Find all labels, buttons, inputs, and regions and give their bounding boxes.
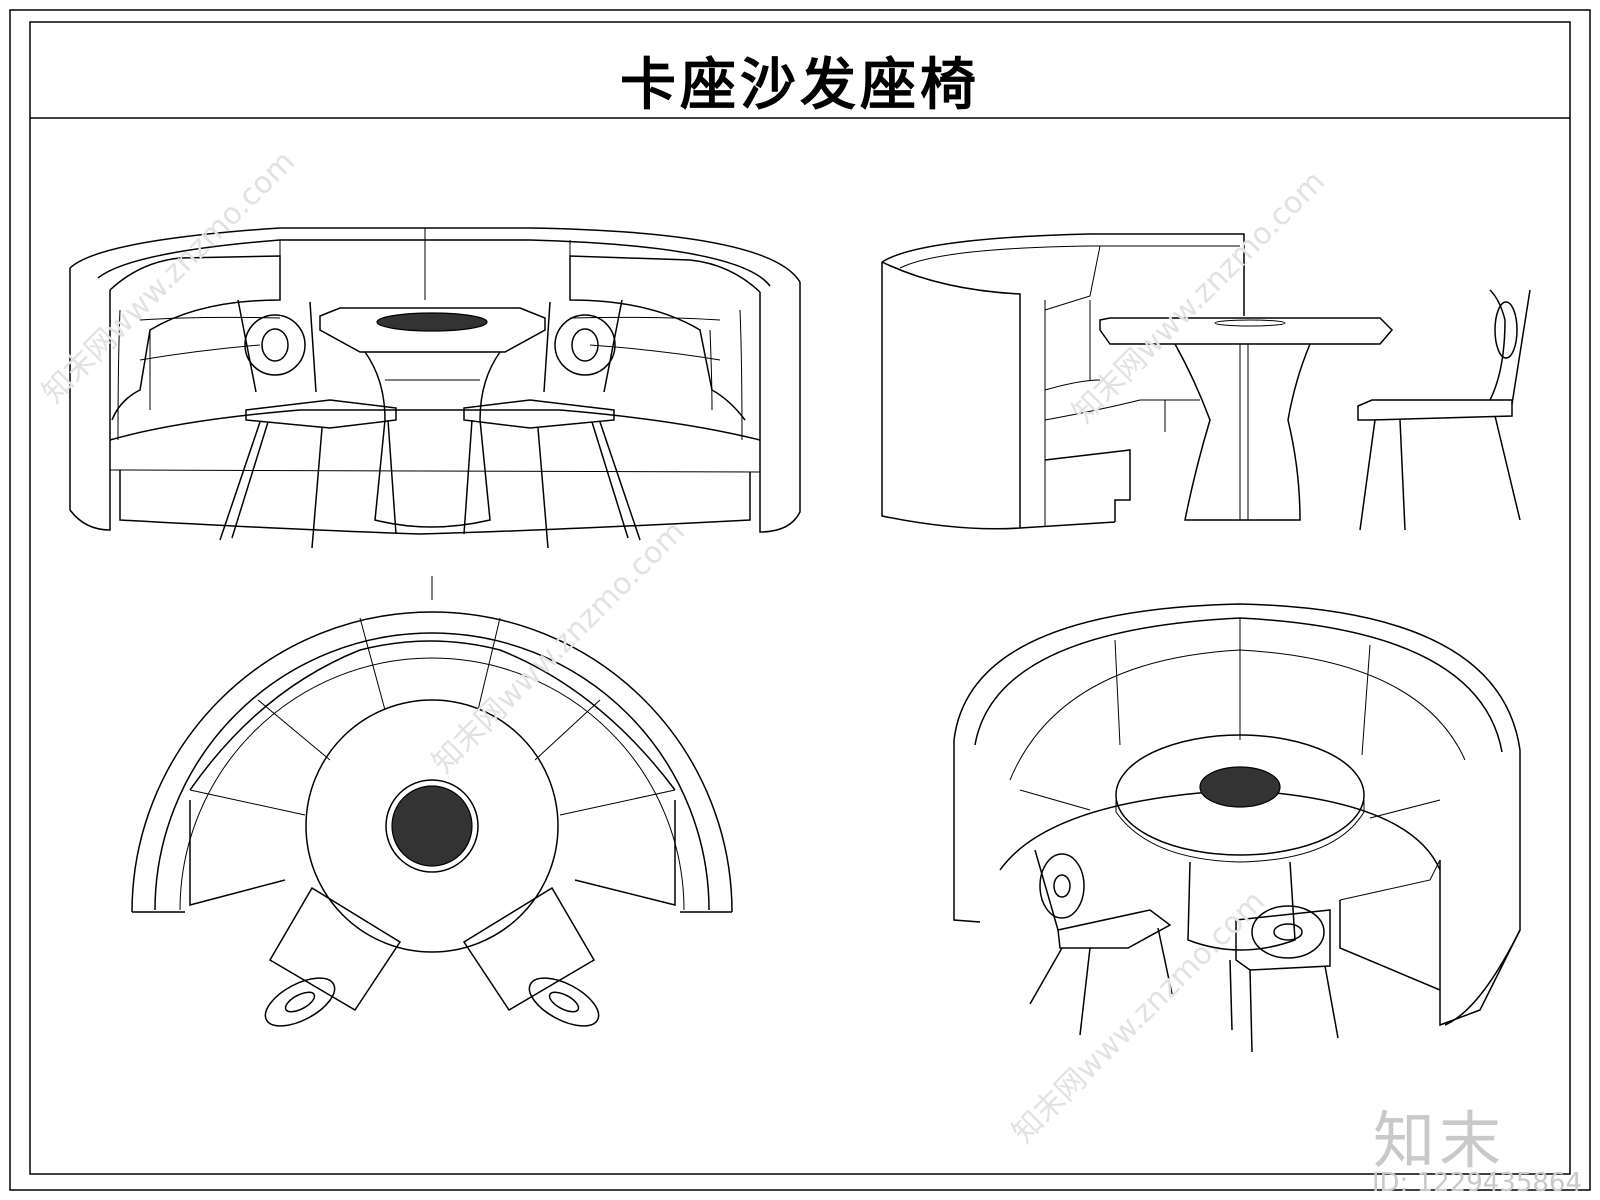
top-plan-view — [131, 576, 733, 1027]
side-elevation-view — [881, 233, 1531, 531]
front-chair-right — [463, 299, 641, 549]
plan-chair-right — [462, 886, 600, 1027]
perspective-view — [953, 603, 1521, 1053]
persp-chair-right — [1229, 905, 1339, 1053]
plan-chair-left — [264, 886, 402, 1027]
front-chair-left — [219, 299, 397, 549]
front-elevation-view — [69, 227, 801, 549]
brand-watermark: 知末 — [1372, 1104, 1505, 1177]
id-watermark: ID: 1229435864 — [1371, 1168, 1582, 1198]
sheet-frame — [9, 9, 1591, 1191]
side-chair — [1357, 289, 1531, 531]
persp-chair-left — [1029, 849, 1173, 1036]
sheet-title: 卡座沙发座椅 — [620, 53, 980, 118]
